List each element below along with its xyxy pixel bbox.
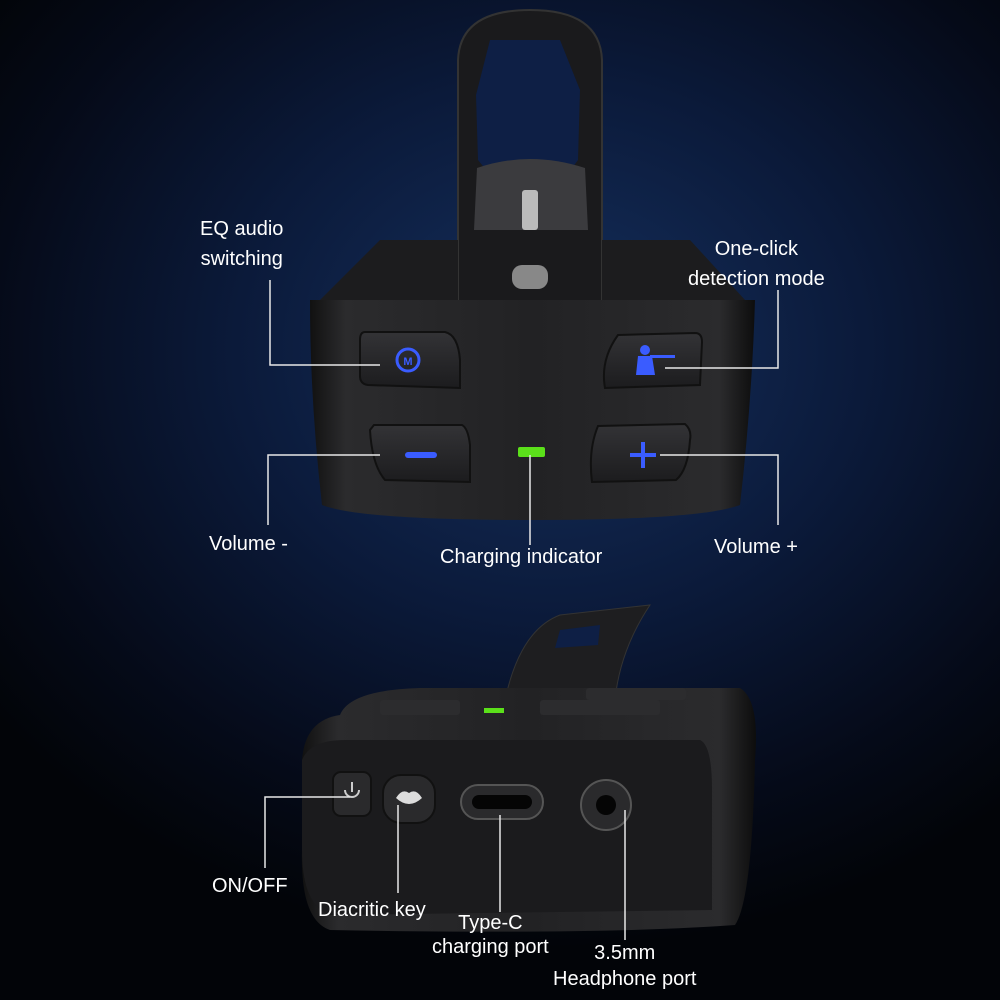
power-icon <box>344 782 360 798</box>
soldier-icon <box>636 345 675 375</box>
detection-mode-button[interactable] <box>602 331 704 390</box>
svg-text:M: M <box>403 356 412 368</box>
charging-indicator-led <box>518 447 545 457</box>
lips-icon <box>396 791 422 804</box>
label-on-off: ON/OFF <box>212 875 288 897</box>
label-volume-minus: Volume - <box>209 533 288 555</box>
power-button[interactable] <box>332 771 372 817</box>
eq-button[interactable] <box>359 331 461 390</box>
callout-lines <box>264 280 779 940</box>
label-charging-indicator: Charging indicator <box>440 546 603 568</box>
device-side-view <box>301 604 756 932</box>
label-volume-plus: Volume + <box>714 536 798 558</box>
plus-icon <box>630 442 656 468</box>
eq-switch-icon <box>395 347 421 373</box>
minus-icon <box>405 452 437 458</box>
device-front-view: M <box>310 8 755 520</box>
label-diacritic-key: Diacritic key <box>318 899 426 921</box>
